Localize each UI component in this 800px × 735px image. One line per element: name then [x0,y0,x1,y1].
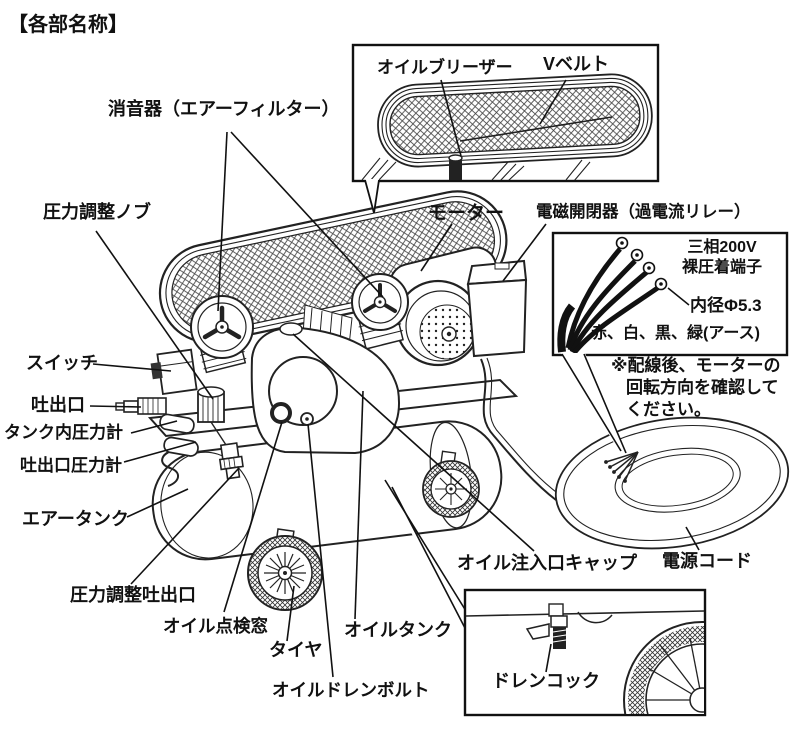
wires [557,247,661,355]
wiring-terminal-diameter: 内径Φ5.3 [690,296,762,315]
v-belt-line [459,116,613,142]
belt-guard [158,190,508,344]
drain-inset [384,479,707,717]
wiring-wire-colors: 赤、白、黒、緑(アース) [591,325,760,342]
label-silencer: 消音器（エアーフィルター） [108,99,340,119]
page-title: 【各部名称】 [8,14,128,36]
cord-wire-ends [605,451,639,482]
ring-terminals [615,236,668,291]
label-outlet-gauge: 吐出口圧力計 [20,456,122,475]
wiring-spec-line1: 三相200V [687,239,757,256]
regulated-outlet-drawing [218,442,244,480]
label-outlet: 吐出口 [31,395,85,415]
front-wheel [247,528,323,611]
leader-lines [89,79,700,678]
label-oil-filler-cap: オイル注入口キャップ [457,553,637,573]
tank-hook [161,449,179,487]
label-switch: スイッチ [26,353,98,373]
rear-wheel [422,450,480,518]
label-motor: モーター [428,203,505,224]
inset-wheel [623,621,704,714]
wiring-spec-line2: 裸圧着端子 [681,259,762,276]
drain-cock-drawing [525,603,568,649]
label-oil-window: オイル点検窓 [163,616,268,636]
diameter-leader [667,287,690,306]
belt-guard-inset [351,43,660,214]
pressure-switch-drawing [156,348,198,396]
label-v-belt: Vベルト [543,54,610,74]
wiring-note-line1: ※配線後、モーターの [611,356,781,375]
oil-sight-window-drawing [270,402,292,424]
wiring-note-line3: ください。 [626,400,711,419]
magnetic-switch-drawing [466,259,528,358]
label-air-tank: エアータンク [22,509,129,529]
label-tank-gauge: タンク内圧力計 [4,423,123,442]
label-tire: タイヤ [269,640,323,660]
label-power-cord: 電源コード [662,551,752,571]
label-magnetic-switch: 電磁開閉器（過電流リレー） [536,203,751,221]
power-cord-drawing [480,357,790,550]
oil-filler-cap-drawing [279,322,303,336]
wiring-note-line2: 回転方向を確認して [626,378,779,397]
label-pressure-knob: 圧力調整ノブ [43,202,151,222]
label-drain-cock: ドレンコック [492,671,600,691]
regulator-knob-drawing [197,386,225,423]
left-air-filter [190,295,254,359]
label-oil-breather: オイルブリーザー [377,58,513,77]
label-oil-tank: オイルタンク [344,620,452,640]
label-oil-drain-bolt: オイルドレンボルト [272,680,430,700]
oil-breather-drawing [448,154,463,180]
wiring-inset [551,231,789,454]
label-regulated-outlet: 圧力調整吐出口 [70,585,196,605]
right-air-filter [351,273,409,331]
